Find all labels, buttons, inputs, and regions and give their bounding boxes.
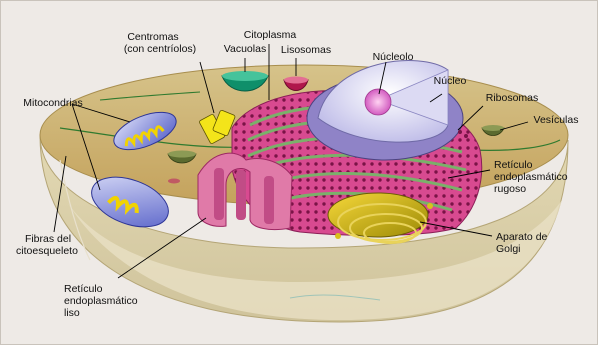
vesicle-center-rim [168,151,196,158]
label-reticulo-liso-1: Retículo [64,283,103,295]
label-centromas: Centromas [127,31,178,43]
label-ribosomas: Ribosomas [486,92,539,104]
nucleolus [365,89,391,115]
label-reticulo-rugoso-3: rugoso [494,183,526,195]
label-golgi-2: Golgi [496,243,521,255]
ribosome-cluster [458,130,462,134]
label-golgi-1: Aparato de [496,231,548,243]
label-vacuolas: Vacuolas [224,43,266,55]
label-lisosomas: Lisosomas [281,44,331,56]
label-reticulo-liso-2: endoplasmático [64,295,138,307]
label-centromas-sub: (con centríolos) [124,43,196,55]
golgi-vesicle [427,203,433,209]
label-reticulo-rugoso-1: Retículo [494,159,533,171]
label-nucleo: Núcleo [434,75,467,87]
smooth-er [198,153,292,229]
label-mitocondrias: Mitocondrias [23,97,83,109]
golgi-vesicle-2 [335,233,341,239]
label-reticulo-rugoso-2: endoplasmático [494,171,568,183]
label-nucleolo: Núcleolo [373,51,414,63]
label-vesiculas: Vesículas [534,114,579,126]
small-vesicle [168,179,180,184]
lysosome-rim [284,77,308,84]
label-fibras-2: citoesqueleto [16,245,78,257]
label-fibras-1: Fibras del [25,233,71,245]
label-reticulo-liso-3: liso [64,307,80,319]
vacuole-rim [222,71,268,81]
ribosome-cluster-2 [464,134,468,138]
label-citoplasma: Citoplasma [244,29,297,41]
